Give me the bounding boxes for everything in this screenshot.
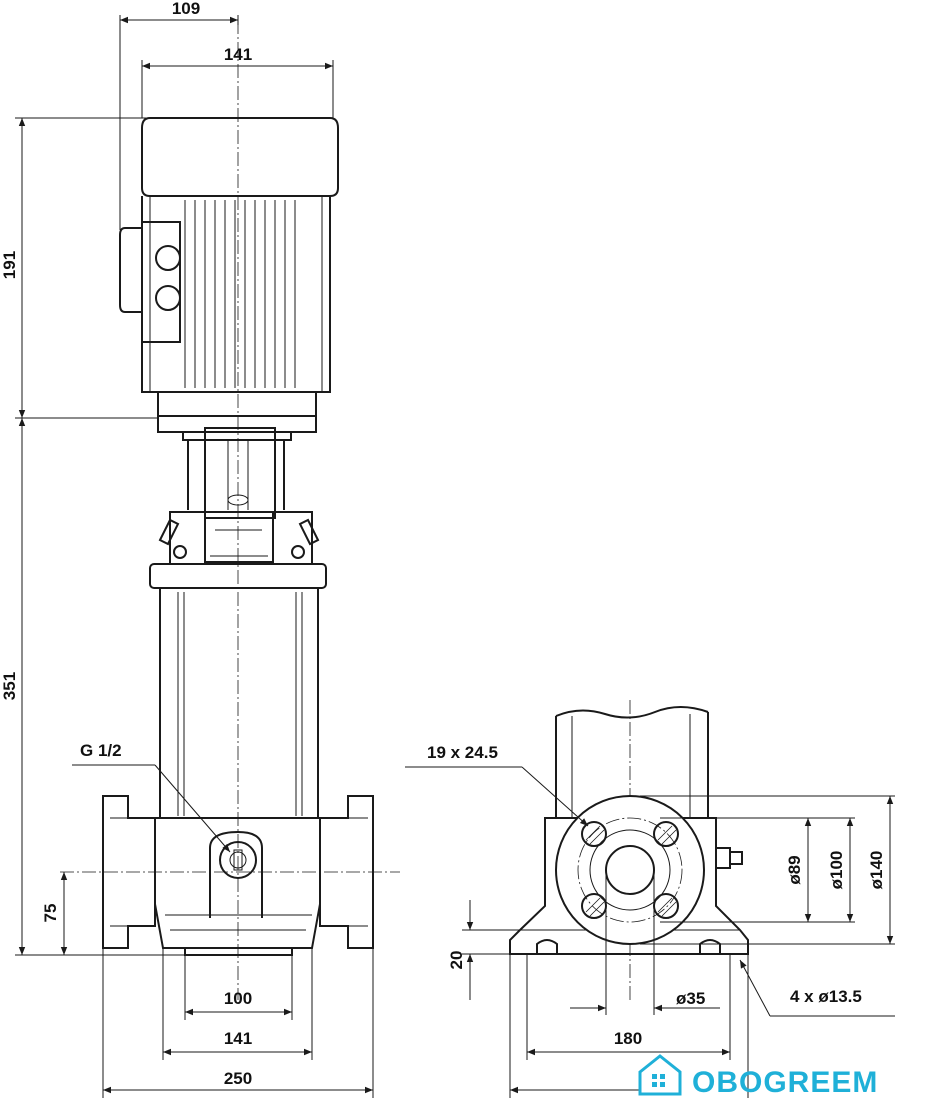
dim-141-top: 141 <box>224 45 252 64</box>
dim-o89: ø89 <box>785 855 804 884</box>
pump-barrel <box>159 588 319 818</box>
dim-100: 100 <box>224 989 252 1008</box>
cooling-fins <box>184 200 296 388</box>
dim-250: 250 <box>224 1069 252 1088</box>
cable-gland-icon <box>155 245 181 271</box>
break-line <box>555 706 709 719</box>
dim-o100: ø100 <box>827 851 846 890</box>
dim-351: 351 <box>0 672 19 700</box>
brand-logo: OBOGREEM <box>638 1054 878 1099</box>
coupling-lantern <box>149 427 327 589</box>
dim-109: 109 <box>172 0 200 18</box>
dim-75: 75 <box>41 904 60 923</box>
label-g-1-2: G 1/2 <box>80 741 122 760</box>
label-flange-holes: 19 x 24.5 <box>427 743 498 762</box>
motor <box>119 117 339 433</box>
dim-180: 180 <box>614 1029 642 1048</box>
dim-141-bottom: 141 <box>224 1029 252 1048</box>
dim-o35: ø35 <box>676 989 705 1008</box>
logo-text: OBOGREEM <box>692 1066 878 1099</box>
label-mount-holes: 4 x ø13.5 <box>790 987 862 1006</box>
dim-o140: ø140 <box>867 851 886 890</box>
dim-191: 191 <box>0 251 19 279</box>
side-view: 19 x 24.5 ø89 ø100 ø140 20 ø35 4 x ø13.5 <box>405 700 895 1098</box>
dim-20: 20 <box>447 951 466 970</box>
drain-plug-icon <box>219 841 257 879</box>
front-view: 109 141 191 351 75 G 1/2 100 141 <box>0 0 400 1098</box>
house-icon <box>638 1054 682 1096</box>
cable-gland-icon <box>155 285 181 311</box>
terminal-box <box>119 227 142 313</box>
